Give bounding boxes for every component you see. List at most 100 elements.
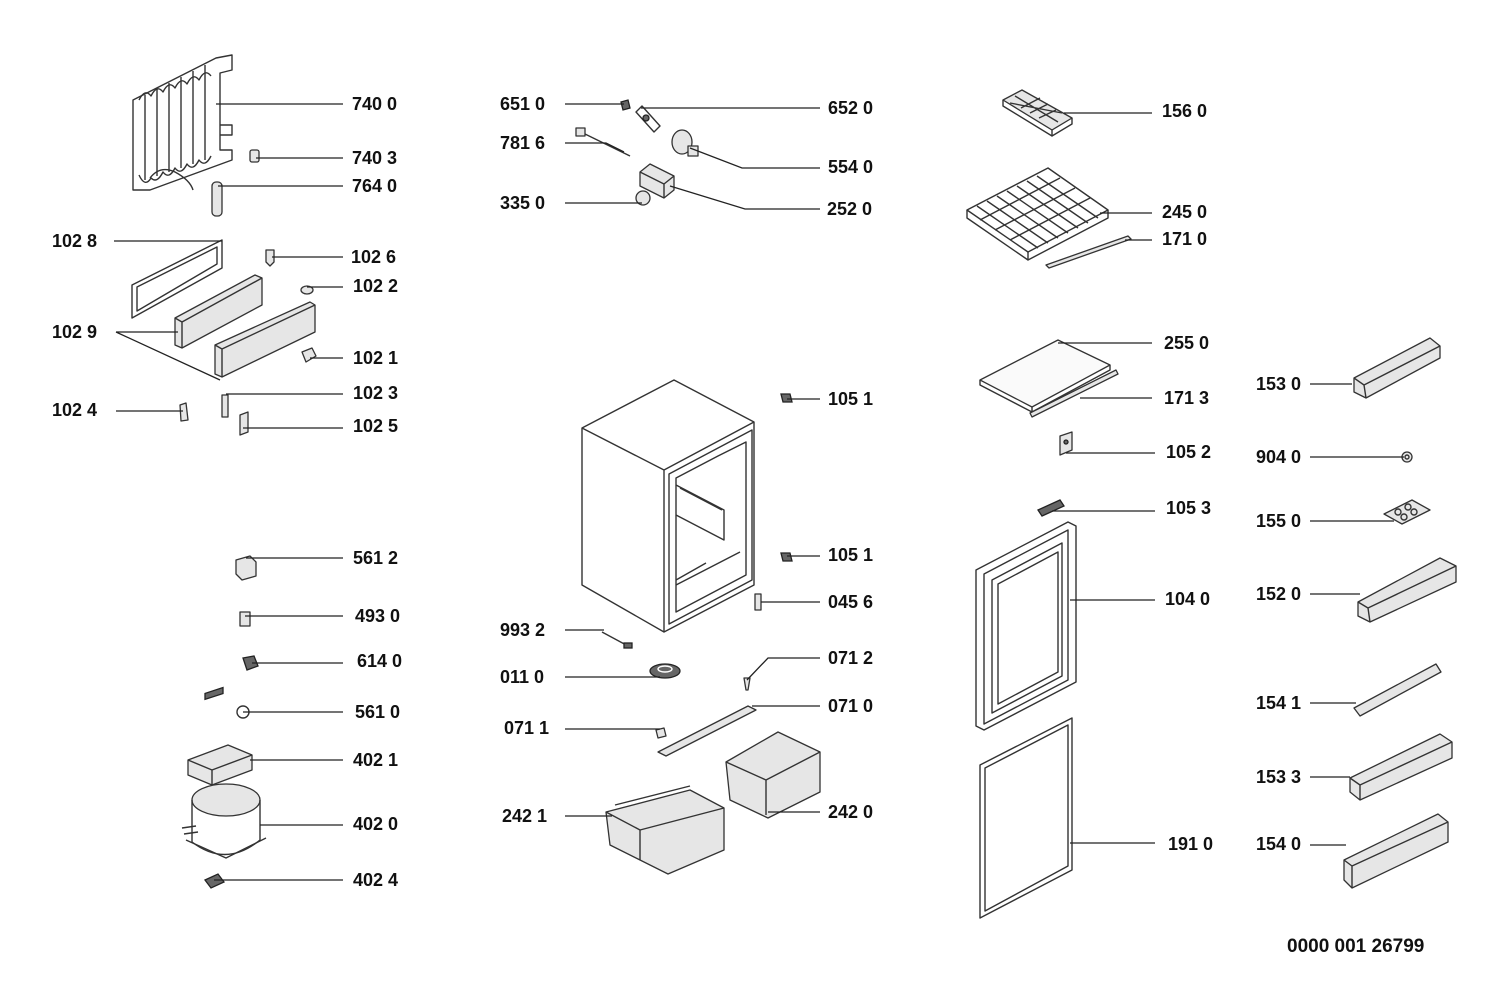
knob-1022-drawing [300, 285, 314, 295]
part-label-1022: 102 2 [353, 276, 398, 296]
ice-tray-1560-drawing [1002, 89, 1073, 137]
part-label-1533: 153 3 [1256, 767, 1301, 787]
plug-0712-drawing [743, 677, 751, 691]
pin-9932-drawing [601, 631, 633, 649]
clip-7403-drawing [249, 149, 260, 163]
part-label-1040: 104 0 [1165, 589, 1210, 609]
part-label-7640: 764 0 [352, 176, 397, 196]
part-label-0110: 011 0 [500, 667, 544, 687]
part-label-5612: 561 2 [353, 548, 398, 568]
part-label-6140: 614 0 [357, 651, 402, 671]
part-label-9040: 904 0 [1256, 447, 1301, 467]
relay-5612-drawing [235, 555, 257, 581]
part-label-9932: 993 2 [500, 620, 545, 640]
part-label-1023: 102 3 [353, 383, 398, 403]
door-shelf-1533-drawing [1349, 733, 1453, 801]
part-label-1026: 102 6 [351, 247, 396, 267]
rail-0710-drawing [657, 705, 757, 757]
part-label-6520: 652 0 [828, 98, 873, 118]
cable-7816-drawing [575, 127, 631, 157]
door-shelf-1520-drawing [1357, 557, 1457, 623]
part-label-1024: 102 4 [52, 400, 97, 420]
knob-5540-drawing [671, 129, 699, 157]
part-label-2450: 245 0 [1162, 202, 1207, 222]
part-label-1710: 171 0 [1162, 229, 1207, 249]
cabinet-drawing [581, 379, 755, 633]
part-label-1550: 155 0 [1256, 511, 1301, 531]
part-label-2550: 255 0 [1164, 333, 1209, 353]
part-label-1028: 102 8 [52, 231, 97, 251]
part-label-1713: 171 3 [1164, 388, 1209, 408]
part-label-1053: 105 3 [1166, 498, 1211, 518]
lamp-6510-drawing [620, 99, 631, 111]
part-label-1530: 153 0 [1256, 374, 1301, 394]
part-label-0712: 071 2 [828, 648, 873, 668]
leader-lines [114, 103, 1404, 881]
bracket-4024-drawing [203, 873, 226, 889]
part-label-7816: 781 6 [500, 133, 545, 153]
crisper-2421-drawing [605, 785, 725, 875]
handle-1053-drawing [1037, 499, 1065, 517]
clip-1024-drawing [179, 402, 189, 422]
part-label-1540: 154 0 [1256, 834, 1301, 854]
part-label-7403: 740 3 [352, 148, 397, 168]
bracket-1541-drawing [1353, 663, 1442, 717]
glass-shelf-2550-drawing [979, 339, 1111, 413]
part-label-5540: 554 0 [828, 157, 873, 177]
gasket-1028-drawing [131, 239, 223, 319]
foot-0456-drawing [754, 593, 762, 611]
document-number: 0000 001 26799 [1287, 936, 1424, 957]
gasket-1910-drawing [979, 717, 1073, 919]
part-label-1052: 105 2 [1166, 442, 1211, 462]
part-label-5610: 561 0 [355, 702, 400, 722]
part-4930-drawing [239, 611, 251, 627]
part-label-1520: 152 0 [1256, 584, 1301, 604]
hinge-1052-drawing [1059, 431, 1073, 456]
part-6140-drawing [242, 655, 259, 671]
egg-tray-1550-drawing [1383, 499, 1431, 525]
part-label-2520: 252 0 [827, 199, 872, 219]
part-label-1051a: 105 1 [828, 389, 873, 409]
compressor-4020-drawing [181, 783, 267, 859]
part-label-0456: 045 6 [828, 592, 873, 612]
drain-0110-drawing [649, 663, 681, 679]
part-label-1021: 102 1 [353, 348, 398, 368]
part-label-0711: 071 1 [504, 718, 549, 738]
latch-1021-drawing [301, 347, 317, 363]
part-label-1910: 191 0 [1168, 834, 1213, 854]
part-label-0710: 071 0 [828, 696, 873, 716]
clip-0711-drawing [655, 727, 667, 739]
part-label-4020: 402 0 [353, 814, 398, 834]
trim-1713-drawing [1029, 369, 1119, 418]
part-label-1025: 102 5 [353, 416, 398, 436]
screw-1051a-drawing [780, 393, 793, 403]
hinge-1026-drawing [265, 249, 275, 267]
part-label-6510: 651 0 [500, 94, 545, 114]
part-label-1560: 156 0 [1162, 101, 1207, 121]
crisper-2420-drawing [725, 731, 821, 819]
drier-7640-drawing [211, 181, 223, 217]
thermostat-2520-drawing [639, 163, 675, 199]
door-1040-drawing [975, 521, 1077, 731]
knob-3350-drawing [635, 190, 651, 206]
hook-1023-drawing [221, 394, 229, 418]
part-label-2421: 242 1 [502, 806, 547, 826]
part-label-4930: 493 0 [355, 606, 400, 626]
part-label-1051b: 105 1 [828, 545, 873, 565]
switch-6520-drawing [635, 105, 661, 133]
screw-1051b-drawing [780, 552, 793, 562]
cover-4021-drawing [187, 686, 253, 786]
part-label-4021: 402 1 [353, 750, 398, 770]
part-label-7400: 740 0 [352, 94, 397, 114]
flap-1029-drawing [174, 274, 316, 378]
bottle-shelf-1540-drawing [1343, 813, 1449, 889]
part-label-3350: 335 0 [500, 193, 545, 213]
cover-1530-drawing [1353, 337, 1441, 399]
condenser-drawing [132, 54, 233, 191]
cover-1025-drawing [239, 411, 249, 436]
part-label-2420: 242 0 [828, 802, 873, 822]
grid-shelf-2450-drawing [966, 167, 1109, 261]
trim-1710-drawing [1045, 235, 1132, 269]
part-label-1029: 102 9 [52, 322, 97, 342]
